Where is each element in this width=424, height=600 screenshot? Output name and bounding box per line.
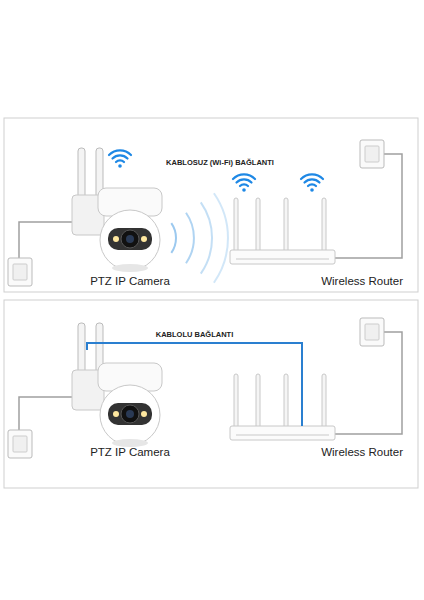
device-label: PTZ IP Camera [69, 445, 191, 461]
wall-socket [8, 430, 32, 458]
connection-label: KABLOLU BAĞLANTI [153, 330, 237, 340]
camera-illustration [72, 148, 162, 272]
network-cable-end [301, 395, 303, 426]
wifi-icon [233, 174, 255, 191]
device-node: PTZ IP Camera [69, 350, 191, 461]
device-label: PTZ IP Camera [69, 274, 191, 290]
router-illustration [230, 198, 335, 264]
device-label: Wireless Router [228, 445, 407, 461]
device-node: PTZ IP Camera [69, 148, 191, 290]
panel-frame [4, 300, 418, 488]
router-illustration [230, 374, 335, 440]
wall-socket [8, 258, 32, 286]
signal-waves [171, 193, 228, 282]
camera-illustration [72, 323, 162, 447]
section-heading: KABLOSUZ (Wi-Fi) BAĞLANTI [163, 158, 277, 168]
wall-socket [360, 318, 384, 346]
wifi-icon [301, 174, 323, 191]
network-cable [87, 343, 302, 395]
wifi-icon [109, 150, 131, 167]
wall-socket [360, 140, 384, 168]
panel-frame [4, 118, 418, 292]
device-node: Wireless Router [228, 395, 407, 461]
device-label: Wireless Router [228, 274, 407, 290]
device-node: Wireless Router [228, 190, 407, 290]
